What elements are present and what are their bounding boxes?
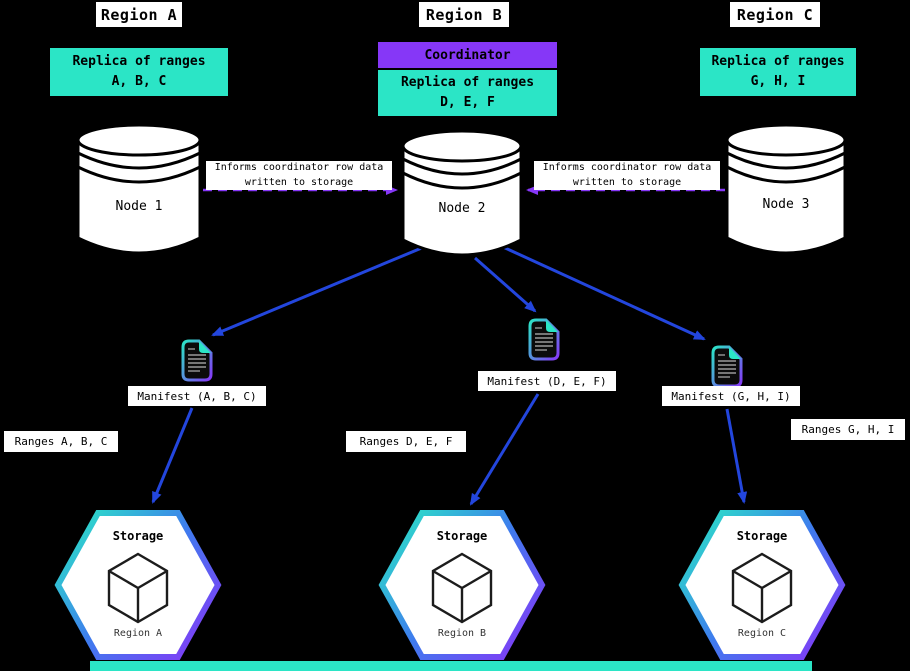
cube-icon: [431, 552, 493, 624]
node-3-database-icon: [725, 123, 847, 255]
cube-icon: [731, 552, 793, 624]
storage-a-title: Storage: [112, 529, 164, 543]
arrow-node2-to-manifest-ghi: [502, 245, 706, 341]
arrow-manifest-def-to-storage-b: [469, 393, 540, 506]
coordinator-box: Coordinator: [378, 42, 557, 68]
node-1-database-icon: [76, 123, 202, 255]
region-a-title: Region A: [96, 2, 182, 27]
informs-label-left: Informs coordinator row data written to …: [206, 161, 392, 190]
replica-line-2: A, B, C: [111, 74, 167, 89]
storage-a-hexagon: [54, 510, 222, 660]
manifest-ghi-label: Manifest (G, H, I): [662, 386, 800, 406]
cube-icon: [107, 552, 169, 624]
manifest-abc-label: Manifest (A, B, C): [128, 386, 266, 406]
storage-b-title: Storage: [436, 529, 488, 543]
arrow-manifest-abc-to-storage-a: [151, 407, 194, 504]
ranges-abc-label: Ranges A, B, C: [4, 431, 118, 452]
bottom-accent-bar: [90, 661, 812, 671]
informs-line-2: written to storage: [244, 176, 354, 188]
manifest-ghi-document-icon: [711, 345, 743, 388]
ranges-ghi-label: Ranges G, H, I: [791, 419, 905, 440]
region-c-title: Region C: [730, 2, 820, 27]
informs-label-right: Informs coordinator row data written to …: [534, 161, 720, 190]
manifest-abc-document-icon: [181, 339, 213, 382]
arrow-node2-to-manifest-def: [474, 256, 537, 313]
storage-b-hexagon: [378, 510, 546, 660]
replica-line-1: Replica of ranges: [72, 53, 206, 69]
arrow-node2-to-manifest-abc: [211, 245, 425, 337]
node-2-label: Node 2: [438, 200, 486, 216]
replica-line-1: Replica of ranges: [711, 53, 845, 69]
storage-b-region-label: Region B: [437, 627, 487, 639]
node-1-label: Node 1: [115, 198, 163, 214]
ranges-def-label: Ranges D, E, F: [346, 431, 466, 452]
replica-line-2: G, H, I: [750, 74, 806, 89]
replica-line-1: Replica of ranges: [400, 74, 535, 90]
region-c-replica-box: Replica of ranges G, H, I: [700, 48, 856, 96]
replica-line-2: D, E, F: [440, 95, 495, 110]
arrow-manifest-ghi-to-storage-c: [725, 408, 748, 504]
informs-line-1: Informs coordinator row data: [214, 162, 384, 173]
storage-c-title: Storage: [736, 529, 788, 543]
region-b-replica-box: Replica of ranges D, E, F: [378, 70, 557, 116]
storage-a-region-label: Region A: [113, 627, 163, 639]
informs-line-2: written to storage: [572, 176, 682, 188]
region-a-replica-box: Replica of ranges A, B, C: [50, 48, 228, 96]
region-b-title: Region B: [419, 2, 509, 27]
informs-line-1: Informs coordinator row data: [542, 162, 712, 173]
storage-c-region-label: Region C: [737, 627, 787, 639]
manifest-def-document-icon: [528, 318, 560, 361]
node-2-database-icon: [401, 129, 523, 257]
storage-c-hexagon: [678, 510, 846, 660]
node-3-label: Node 3: [762, 196, 810, 212]
manifest-def-label: Manifest (D, E, F): [478, 371, 616, 391]
